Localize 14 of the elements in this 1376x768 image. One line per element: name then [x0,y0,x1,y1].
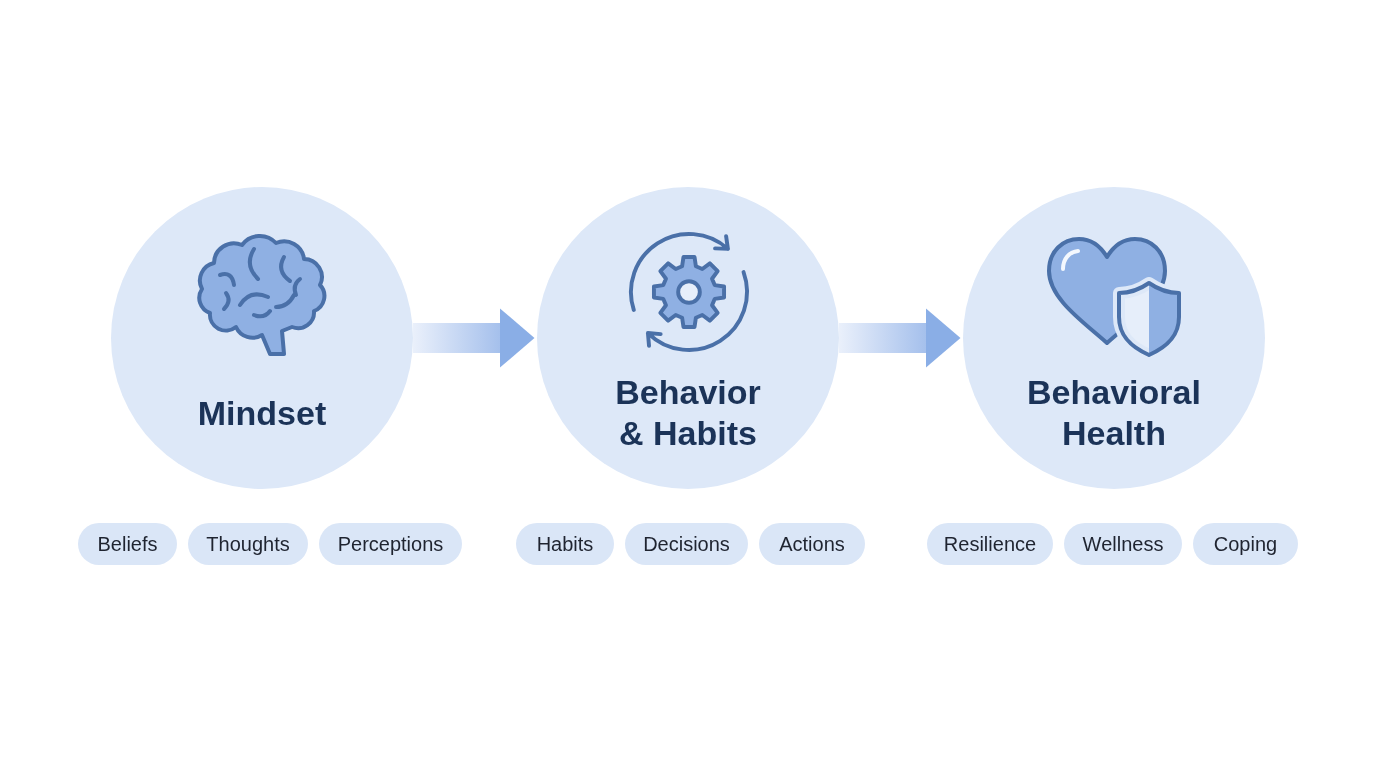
keyword-tag: Perceptions [319,523,462,565]
keyword-tag: Actions [759,523,865,565]
keyword-tag: Habits [516,523,614,565]
keyword-tag: Coping [1193,523,1298,565]
keyword-tag: Thoughts [188,523,308,565]
flow-arrow [413,308,535,368]
keyword-tag: Decisions [625,523,748,565]
keyword-tag: Wellness [1064,523,1182,565]
keyword-tag: Resilience [927,523,1053,565]
stage-title: Behavioral Health [1026,372,1202,454]
stage-title: Behavior & Habits [614,372,762,454]
keyword-tag: Beliefs [78,523,177,565]
flow-arrow [839,308,961,368]
stage-title: Mindset [196,392,328,434]
